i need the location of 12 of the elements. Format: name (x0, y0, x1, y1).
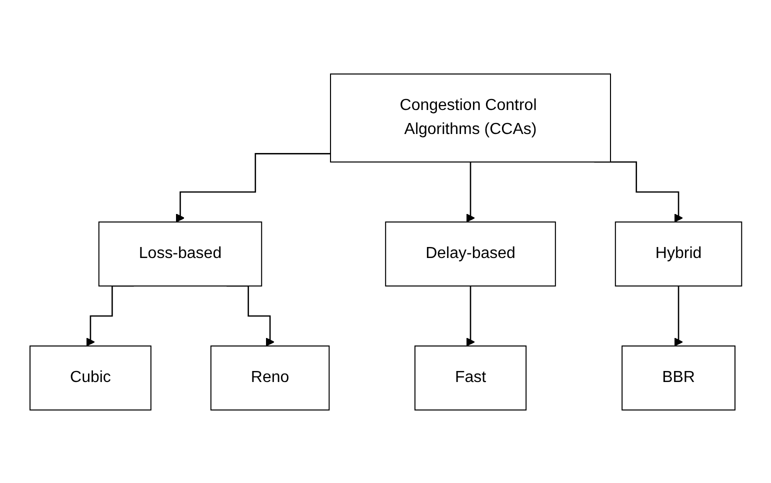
arrow (466, 284, 475, 346)
node-box: Fast (414, 345, 526, 410)
arrow (176, 152, 330, 222)
node-box: Reno (210, 345, 330, 410)
arrow (466, 160, 475, 222)
node-box: Cubic (29, 345, 152, 410)
node-box: Loss-based (98, 221, 262, 286)
node-box: Congestion Control Algorithms (CCAs) (330, 73, 611, 162)
node-box: BBR (621, 345, 736, 410)
node-box: Hybrid (614, 221, 742, 286)
node-box: Delay-based (384, 221, 556, 286)
arrow (674, 284, 683, 346)
